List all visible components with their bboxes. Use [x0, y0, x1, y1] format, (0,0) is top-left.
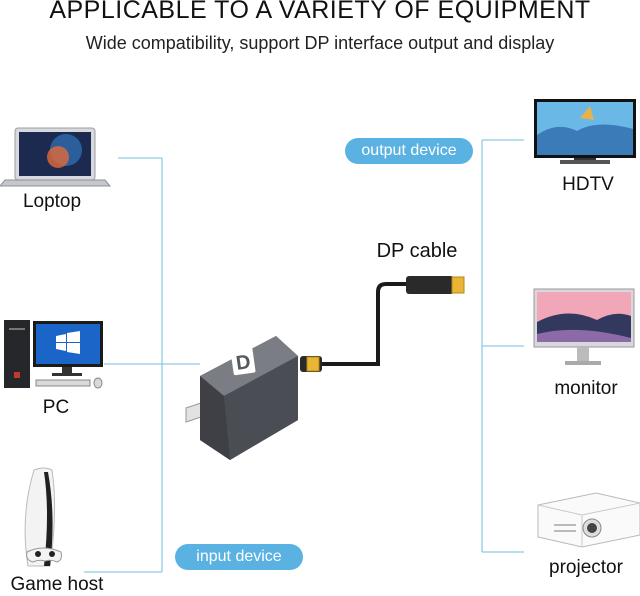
dp-cable — [300, 276, 465, 372]
output-device-label-hdtv: HDTV — [562, 174, 614, 195]
adapter-logo: D — [235, 351, 252, 375]
input-connector-lines — [84, 157, 200, 573]
dp-adapter: D — [185, 336, 298, 460]
page-subtitle: Wide compatibility, support DP interface… — [85, 33, 555, 53]
projector-icon — [537, 492, 640, 548]
input-device-label-laptop: Loptop — [22, 191, 82, 212]
input-device-label-pc: PC — [42, 397, 70, 418]
output-device-label-projector: projector — [549, 557, 623, 578]
input-device-pill: input device — [175, 544, 303, 570]
laptop-icon — [0, 127, 112, 187]
desktop-pc-icon — [4, 320, 103, 389]
dp-cable-label: DP cable — [376, 240, 458, 262]
page-title: APPLICABLE TO A VARIETY OF EQUIPMENT — [49, 0, 591, 24]
input-device-label-game-host: Game host — [10, 574, 104, 595]
tv-icon — [534, 99, 636, 164]
output-device-pill: output device — [345, 138, 473, 164]
monitor-icon — [533, 288, 635, 365]
output-device-label-monitor: monitor — [554, 378, 618, 399]
game-console-icon — [24, 467, 62, 567]
output-connector-lines — [481, 139, 524, 553]
